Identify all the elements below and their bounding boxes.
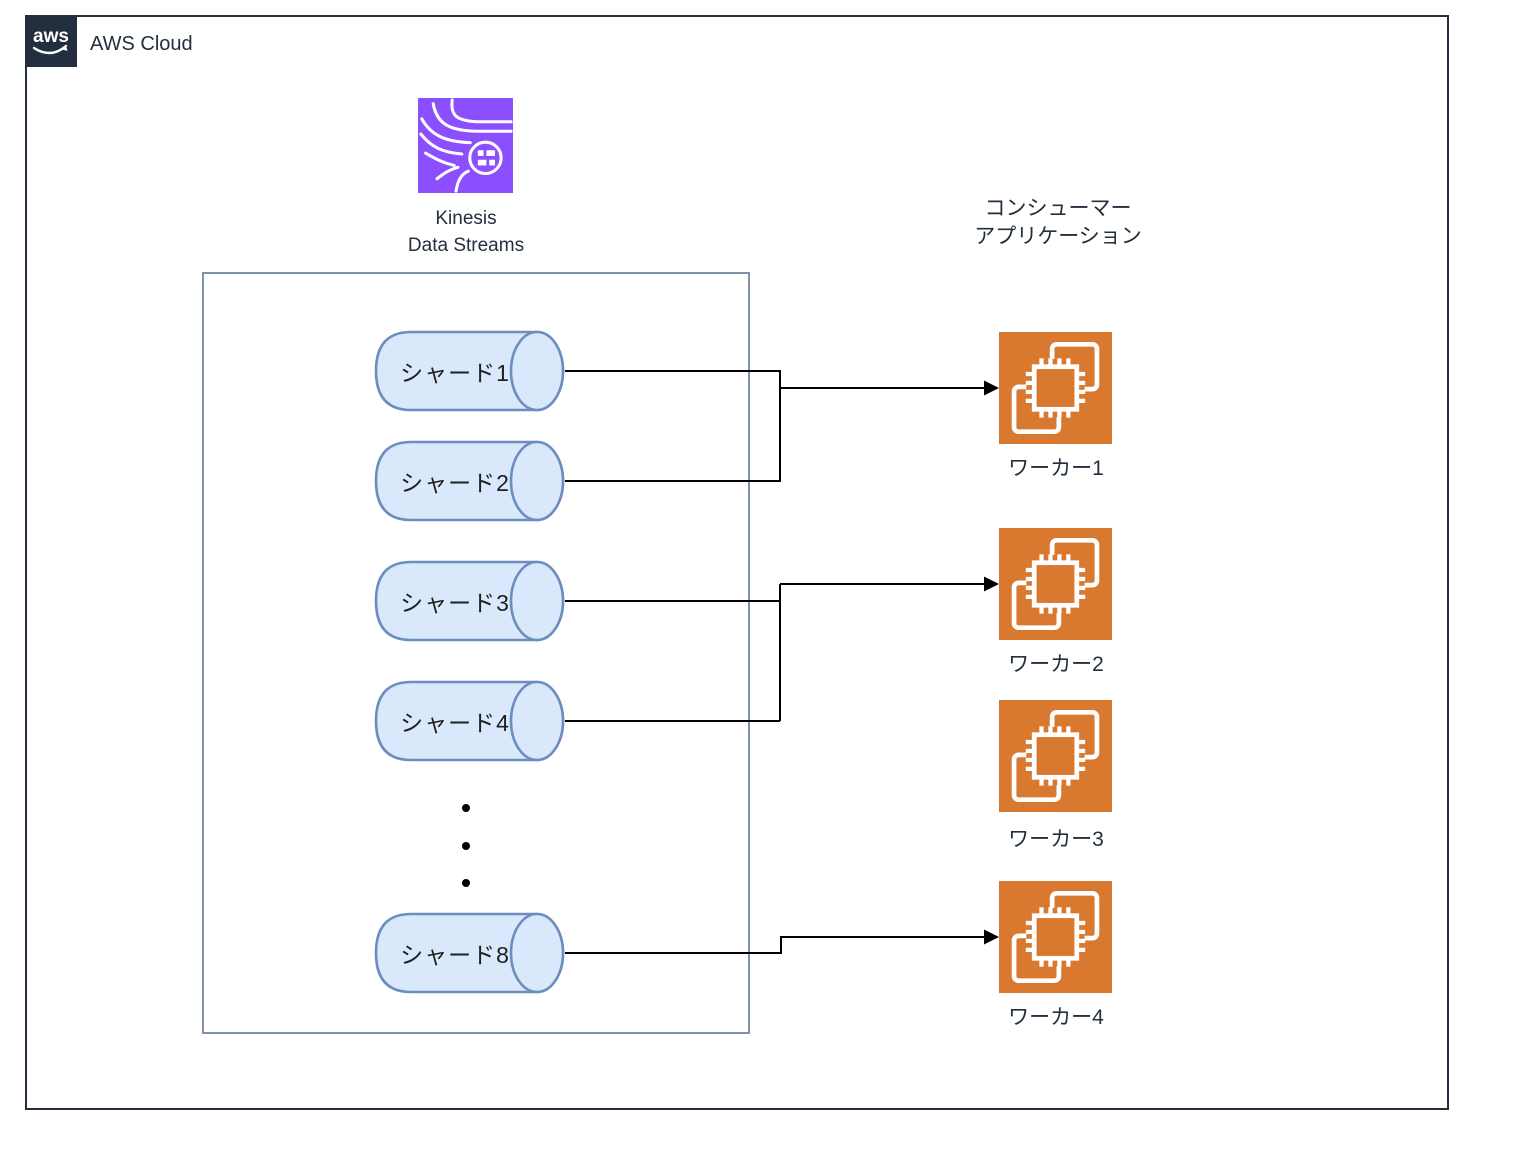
ellipsis-dot (462, 879, 470, 887)
shard-label: シャード2 (400, 470, 510, 496)
shard-label: シャード1 (400, 360, 510, 386)
kinesis-label-line2: Data Streams (407, 235, 525, 256)
shard-label: シャード8 (400, 942, 510, 968)
consumer-label-line2: アプリケーション (974, 225, 1142, 248)
ellipsis-dot (462, 842, 470, 850)
consumer-application-label: コンシューマー アプリケーション (938, 195, 1178, 251)
worker-compute-icon-1 (999, 332, 1112, 444)
shard-label: シャード4 (400, 710, 510, 736)
worker-label-3: ワーカー3 (1008, 828, 1104, 851)
kinesis-label: Kinesis Data Streams (366, 205, 566, 259)
aws-cloud-label: AWS Cloud (90, 33, 193, 55)
worker-compute-icon-3 (999, 700, 1112, 812)
shard-node-3: シャード3 (365, 560, 565, 642)
worker-label-1: ワーカー1 (1008, 457, 1104, 480)
shard-label: シャード3 (400, 590, 510, 616)
svg-text:aws: aws (33, 26, 69, 47)
aws-cloud-frame (25, 15, 1449, 1110)
worker-compute-icon-2 (999, 528, 1112, 640)
shard-node-4: シャード4 (365, 680, 565, 762)
ellipsis-dot (462, 804, 470, 812)
worker-compute-icon-4 (999, 881, 1112, 993)
worker-label-4: ワーカー4 (1008, 1006, 1104, 1029)
worker-label-2: ワーカー2 (1008, 653, 1104, 676)
kinesis-label-line1: Kinesis (435, 208, 497, 229)
aws-logo-icon: aws (25, 15, 77, 67)
shard-node-8: シャード8 (365, 912, 565, 994)
shard-node-1: シャード1 (365, 330, 565, 412)
kinesis-stream-container (202, 272, 750, 1034)
kinesis-data-streams-icon (418, 98, 513, 193)
consumer-label-line1: コンシューマー (984, 197, 1132, 220)
shard-node-2: シャード2 (365, 440, 565, 522)
